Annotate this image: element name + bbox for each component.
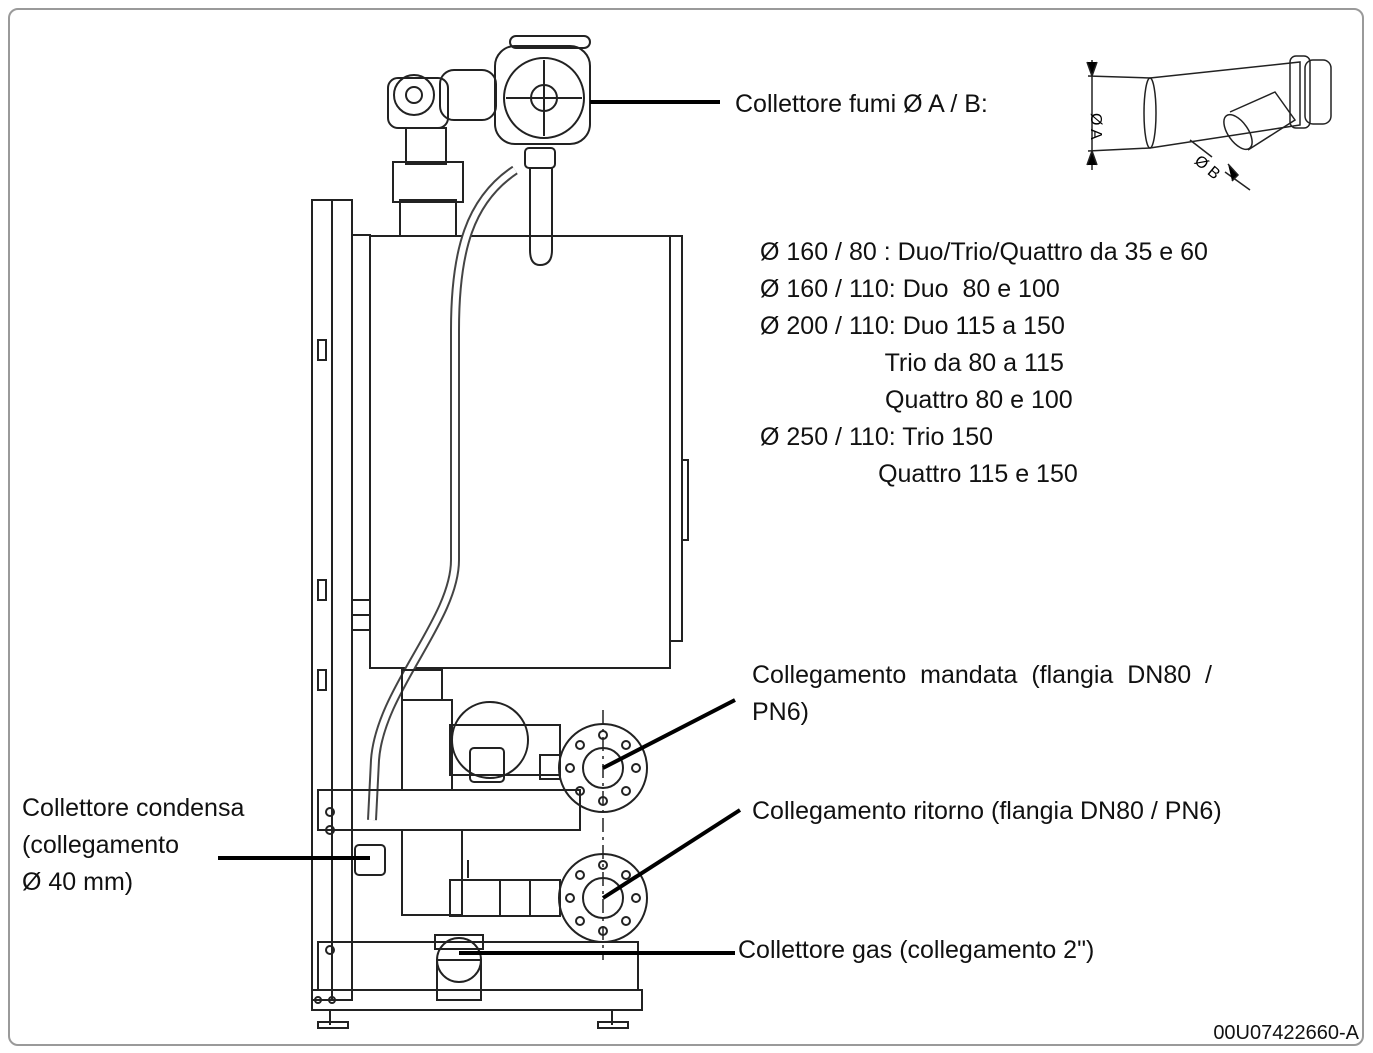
label-return-connection: Collegamento ritorno (flangia DN80 / PN6… xyxy=(752,797,1222,825)
spec-line: Ø 160 / 80 : Duo/Trio/Quattro da 35 e 60 xyxy=(760,238,1208,266)
flue-outlet xyxy=(387,35,591,267)
spec-line: Quattro 115 e 150 xyxy=(760,460,1078,488)
return-valve xyxy=(401,829,561,917)
spec-line: Trio da 80 a 115 xyxy=(760,349,1064,377)
figure-frame xyxy=(8,8,1364,1046)
flue-collector-inset xyxy=(1086,55,1332,191)
label-flow-connection-line1: Collegamento mandata (flangia DN80 / xyxy=(752,661,1212,689)
dim-b-label: Ø B xyxy=(1191,152,1223,183)
label-gas-connection: Collettore gas (collegamento 2") xyxy=(738,936,1095,964)
spec-line: Ø 160 / 110: Duo 80 e 100 xyxy=(760,275,1060,303)
condensate-hose xyxy=(367,165,518,821)
leader-return xyxy=(601,808,742,900)
spec-line: Ø 250 / 110: Trio 150 xyxy=(760,423,994,451)
label-condensate-line2: (collegamento xyxy=(22,831,180,859)
label-condensate-line3: Ø 40 mm) xyxy=(22,868,134,896)
label-flue-collector: Collettore fumi Ø A / B: xyxy=(735,90,988,118)
label-condensate-line1: Collettore condensa xyxy=(22,794,245,822)
heat-exchanger-casing xyxy=(369,235,671,669)
document-reference: 00U07422660-A xyxy=(1213,1022,1359,1044)
dim-a-label: Ø A xyxy=(1087,113,1104,140)
leader-flow xyxy=(602,698,736,770)
label-flow-connection-line2: PN6) xyxy=(752,698,809,726)
casing-side-panel xyxy=(669,235,683,642)
spec-line: Ø 200 / 110: Duo 115 a 150 xyxy=(760,312,1065,340)
spec-line: Quattro 80 e 100 xyxy=(760,386,1073,414)
gas-connection xyxy=(434,934,484,1001)
pump-assembly xyxy=(401,669,561,791)
support-bracket-upper xyxy=(317,789,581,831)
chassis xyxy=(311,199,371,1001)
